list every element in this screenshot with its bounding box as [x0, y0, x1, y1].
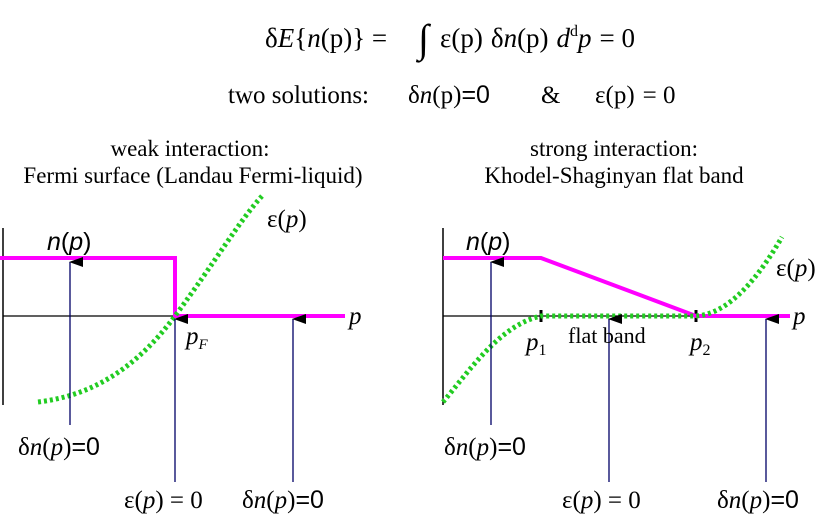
- svg-text:ε(p)δn(p)ddp= 0: ε(p)δn(p)ddp= 0: [440, 23, 635, 53]
- svg-text:ε(p)= 0: ε(p)= 0: [595, 82, 676, 109]
- right-annot-delta-n: δn(p)=0: [444, 433, 526, 461]
- left-annot-eps-zero: ε(p) = 0: [124, 487, 203, 514]
- left-title-line2: Fermi surface (Landau Fermi-liquid): [23, 163, 362, 188]
- right-title-line1: strong interaction:: [530, 136, 698, 161]
- right-p-axis-label: p: [791, 303, 806, 330]
- p2-label: p2: [688, 329, 711, 359]
- right-panel: strong interaction: Khodel-Shaginyan fla…: [441, 136, 816, 514]
- left-n-label: n(p): [47, 228, 91, 256]
- svg-text:&: &: [541, 82, 560, 109]
- left-annot-delta-n: δn(p)=0: [18, 433, 100, 461]
- right-dispersion-curve: [441, 235, 785, 404]
- svg-text:two solutions:: two solutions:: [228, 82, 369, 109]
- left-dispersion-curve: [37, 194, 264, 405]
- svg-text:δE{n(p)} =: δE{n(p)} =: [265, 23, 387, 53]
- svg-text:δn(p)=0: δn(p)=0: [408, 81, 490, 109]
- flat-band-label: flat band: [568, 323, 646, 348]
- fermi-momentum-label: pF: [184, 323, 209, 353]
- right-occupation-curve: [443, 256, 790, 318]
- p1-label: p1: [524, 329, 547, 359]
- right-title-line2: Khodel-Shaginyan flat band: [484, 163, 744, 188]
- right-annot-eps-zero: ε(p) = 0: [562, 487, 641, 514]
- two-solutions-line: two solutions: δn(p)=0 & ε(p)= 0: [228, 81, 676, 109]
- left-occupation-curve: [0, 256, 345, 318]
- svg-text:∫: ∫: [415, 16, 432, 63]
- right-eps-label: ε(p): [776, 255, 816, 282]
- left-p-axis-label: p: [347, 303, 362, 330]
- energy-variation-equation: δE{n(p)} = ∫ ε(p)δn(p)ddp= 0: [265, 16, 635, 63]
- left-eps-label: ε(p): [267, 206, 307, 233]
- left-title-line1: weak interaction:: [110, 136, 269, 161]
- left-panel: weak interaction: Fermi surface (Landau …: [0, 136, 363, 514]
- right-n-label: n(p): [466, 228, 510, 256]
- left-annot-delta-n-right: δn(p)=0: [242, 486, 324, 514]
- right-annot-delta-n-right: δn(p)=0: [717, 486, 799, 514]
